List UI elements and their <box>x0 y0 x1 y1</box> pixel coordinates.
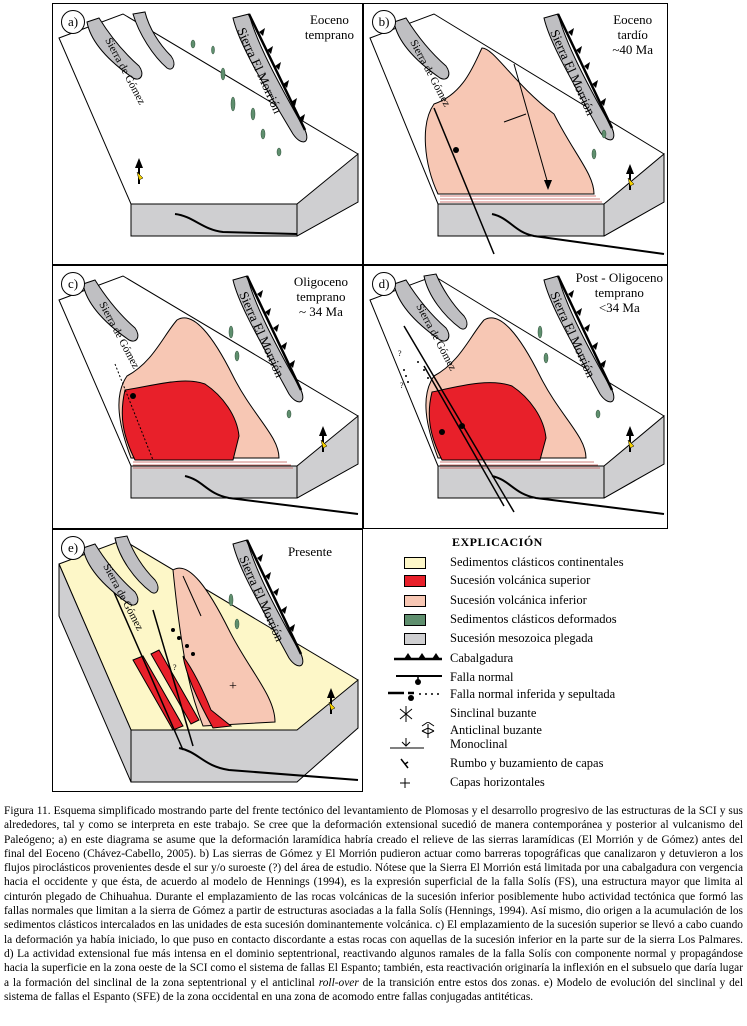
caption-tail: de la transición entre estos dos zonas. … <box>4 976 744 1003</box>
legend-label: Sedimentos clásticos continentales <box>450 555 624 569</box>
block-diagram-d: ?? Sierra de Gómez Sierra El Morrión <box>369 273 665 515</box>
legend-label: Anticlinal buzante <box>450 723 542 737</box>
swatch-clastic-continental <box>404 557 426 569</box>
panel-d: ?? Sierra de Gómez Sierra El Morrión d) … <box>363 265 668 529</box>
strike-dip-icon <box>400 758 409 769</box>
swatch-volcanic-lower <box>404 595 426 607</box>
panel-c: Sierra de Gómez Sierra El Morrión c) Oli… <box>52 265 363 529</box>
legend-item: Sucesión volcánica inferior <box>382 592 742 610</box>
panel-label: e) <box>61 536 85 560</box>
panel-time: Eoceno tardío ~40 Ma <box>612 12 653 57</box>
caption-lead: Figura 11. Esquema simplificado mostrand… <box>4 805 743 989</box>
block-diagram-b: Sierra de Gómez Sierra El Morrión <box>369 13 665 255</box>
legend-item: Anticlinal buzante <box>382 722 742 740</box>
legend-label: Falla normal <box>450 670 514 684</box>
panel-time: Presente <box>287 544 332 559</box>
north-arrow-icon <box>626 426 635 452</box>
caption-italic: roll-over <box>318 976 359 989</box>
north-arrow-icon <box>319 426 328 452</box>
panel-e: + ? Sierra de Gómez Sierra El Morrión e)… <box>52 529 363 792</box>
block-diagram-a: Sierra de Gómez Sierra El Morrión <box>58 11 359 237</box>
panel-label: b) <box>372 10 396 34</box>
legend-item: Capas horizontales <box>382 774 742 792</box>
legend-label: Sedimentos clásticos deformados <box>450 612 617 626</box>
legend-item: Sucesión volcánica superior <box>382 572 742 590</box>
swatch-clastic-deformed <box>404 614 426 626</box>
legend-item: Monoclinal <box>382 736 742 754</box>
legend-item: Sinclinal buzante <box>382 705 742 723</box>
legend-label: Monoclinal <box>450 737 508 751</box>
north-arrow-icon <box>135 158 144 184</box>
legend-label: Sucesión volcánica superior <box>450 573 591 587</box>
block-diagram-e: + ? Sierra de Gómez Sierra El Morrión <box>58 535 359 783</box>
legend-title: EXPLICACIÓN <box>452 535 543 549</box>
legend-label: Falla normal inferida y sepultada <box>450 687 616 701</box>
north-arrow-icon <box>626 164 635 190</box>
legend-item: Falla normal inferida y sepultada <box>382 686 742 704</box>
panel-b: Sierra de Gómez Sierra El Morrión b) Eoc… <box>363 3 668 265</box>
svg-text:?: ? <box>400 381 404 390</box>
svg-text:?: ? <box>173 663 177 672</box>
block-diagram-c: Sierra de Gómez Sierra El Morrión <box>58 275 359 515</box>
legend: EXPLICACIÓN Sedimentos clásticos contine… <box>382 531 742 791</box>
swatch-volcanic-upper <box>404 575 426 587</box>
legend-label: Sucesión volcánica inferior <box>450 593 587 607</box>
panel-label: a) <box>61 10 85 34</box>
svg-text:?: ? <box>398 349 402 358</box>
legend-label: Capas horizontales <box>450 775 545 789</box>
anticline-icon <box>421 722 435 738</box>
legend-label: Rumbo y buzamiento de capas <box>450 756 604 770</box>
swatch-mesozoic <box>404 633 426 645</box>
legend-item: Sedimentos clásticos deformados <box>382 611 742 629</box>
thrust-icon <box>394 653 442 661</box>
legend-item: Sucesión mesozoica plegada <box>382 630 742 648</box>
syncline-icon <box>399 706 413 722</box>
legend-item: Cabalgadura <box>382 650 742 668</box>
normal-fault-icon <box>396 675 442 685</box>
panel-label: d) <box>372 272 396 296</box>
panel-time: Oligoceno temprano ~ 34 Ma <box>293 274 348 319</box>
legend-item: Rumbo y buzamiento de capas <box>382 755 742 773</box>
figure-caption: Figura 11. Esquema simplificado mostrand… <box>4 804 743 1004</box>
legend-item: Sedimentos clásticos continentales <box>382 554 742 572</box>
inferred-fault-icon <box>388 691 439 701</box>
panel-a: Sierra de Gómez Sierra El Morrión a) Eoc… <box>52 3 363 265</box>
panel-time: Post - Oligoceno temprano <34 Ma <box>575 270 663 315</box>
panel-time: Eoceno temprano <box>304 12 354 42</box>
monocline-icon <box>390 738 424 749</box>
legend-item: Falla normal <box>382 669 742 687</box>
horizontal-beds-icon <box>400 778 410 788</box>
legend-label: Cabalgadura <box>450 651 514 665</box>
panel-label: c) <box>61 272 85 296</box>
svg-text:+: + <box>229 679 237 694</box>
legend-label: Sinclinal buzante <box>450 706 537 720</box>
legend-label: Sucesión mesozoica plegada <box>450 631 594 645</box>
north-arrow-icon <box>327 688 336 714</box>
